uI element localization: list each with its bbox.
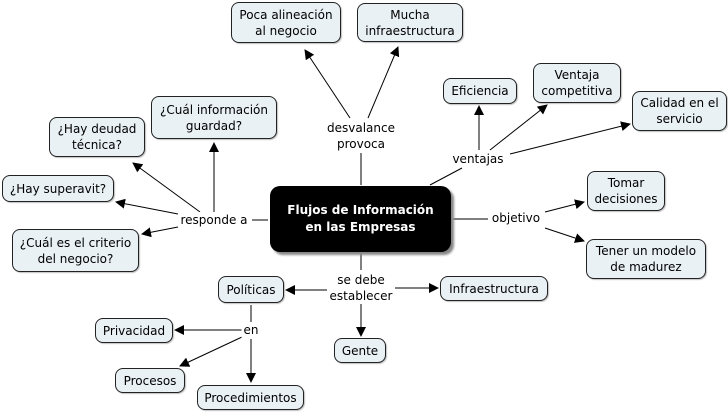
link-objetivo-modelo — [544, 227, 585, 243]
node-superavit[interactable]: ¿Hay superavit? — [2, 175, 114, 202]
link-center-ventajas — [429, 167, 463, 186]
phrase-en: en — [241, 322, 261, 338]
node-politicas[interactable]: Políticas — [218, 276, 284, 303]
link-ventajas-ventaja — [489, 104, 548, 151]
node-privacidad[interactable]: Privacidad — [95, 318, 173, 343]
phrase-ventajas: ventajas — [450, 151, 506, 167]
node-calidad-servicio[interactable]: Calidad en el servicio — [632, 91, 727, 131]
phrase-se-debe-establecer: se debe establecer — [327, 272, 395, 304]
node-eficiencia[interactable]: Eficiencia — [443, 78, 517, 104]
node-modelo-madurez[interactable]: Tener un modelo de madurez — [586, 239, 706, 279]
node-cual-informacion[interactable]: ¿Cuál información guardad? — [151, 96, 277, 139]
node-procedimientos[interactable]: Procedimientos — [197, 385, 304, 410]
node-mucha-infraestructura[interactable]: Mucha infraestructura — [357, 3, 463, 42]
node-procesos[interactable]: Procesos — [115, 368, 185, 393]
phrase-desvalance-provoca: desvalance provoca — [325, 120, 397, 152]
link-ventajas-calidad — [509, 121, 631, 155]
link-objetivo-tomar — [544, 199, 585, 213]
node-infraestructura[interactable]: Infraestructura — [440, 276, 548, 301]
link-desvalance-poca — [304, 49, 351, 119]
node-criterio-negocio[interactable]: ¿Cuál es el criterio del negocio? — [12, 229, 139, 272]
phrase-objetivo: objetivo — [489, 210, 543, 226]
link-en-procesos — [179, 336, 243, 367]
link-responde-superavit — [115, 198, 179, 215]
node-deuda-tecnica[interactable]: ¿Hay deudad técnica? — [49, 117, 145, 157]
link-desvalance-mucha — [367, 46, 400, 119]
node-poca-alineacion[interactable]: Poca alineación al negocio — [231, 2, 341, 43]
central-concept[interactable]: Flujos de Información en las Empresas — [270, 186, 451, 252]
node-gente[interactable]: Gente — [334, 338, 386, 363]
node-ventaja-competitiva[interactable]: Ventaja competitiva — [533, 63, 621, 103]
link-responde-criterio — [141, 226, 179, 238]
link-responde-deuda — [132, 162, 201, 213]
phrase-responde-a: responde a — [178, 212, 250, 228]
node-tomar-decisiones[interactable]: Tomar decisiones — [587, 171, 665, 211]
